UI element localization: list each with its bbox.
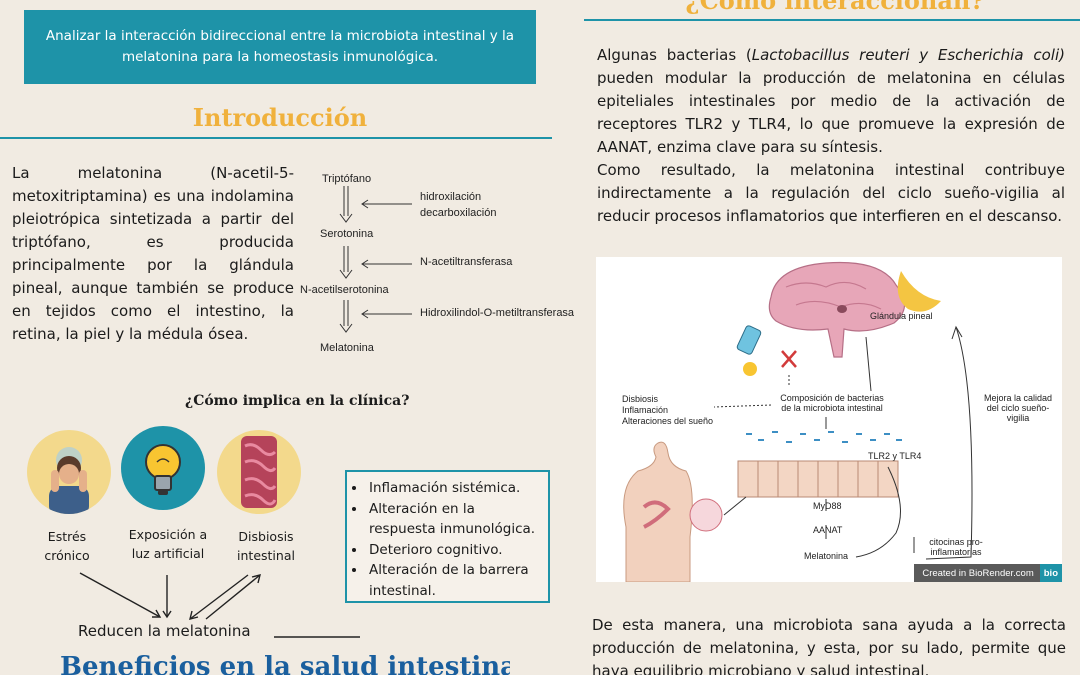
clinica-heading: ¿Cómo implica en la clínica? bbox=[185, 393, 410, 409]
fig-myd88: MyD88 bbox=[813, 501, 842, 511]
arrow-dysbiosis-b bbox=[205, 574, 261, 620]
bulb-shape bbox=[743, 362, 757, 376]
arrow-stress-head bbox=[152, 609, 162, 618]
objective-banner: Analizar la interacción bidireccional en… bbox=[24, 10, 536, 84]
stress-icon bbox=[27, 430, 111, 514]
introduccion-text: La melatonina (N-acetil-5-metoxitriptami… bbox=[12, 164, 294, 343]
bacteria-layer bbox=[746, 431, 902, 443]
interaction-divider bbox=[584, 19, 1080, 21]
fig-pineal-label: Glándula pineal bbox=[870, 311, 933, 321]
cause-arrows bbox=[79, 572, 360, 638]
biorender-logo: bio bbox=[1039, 564, 1062, 582]
side-arrow-3-head bbox=[361, 309, 369, 319]
interaction-heading: ¿Cómo interaccionan? bbox=[685, 0, 985, 15]
arrow-dysbiosis-a bbox=[189, 574, 249, 620]
effects-box: Inflamación sistémica. Alteración en la … bbox=[345, 470, 550, 603]
effect-item: Alteración en la respuesta inmunológica. bbox=[367, 499, 542, 540]
arrow-dysbiosis-a-head bbox=[189, 610, 199, 620]
cause-light: Exposición a luz artificial bbox=[128, 527, 208, 561]
pathway-arrows bbox=[339, 186, 412, 333]
interaction-paragraph-2: Como resultado, la melatonina intestinal… bbox=[597, 161, 1065, 225]
side-arrow-1-head bbox=[361, 199, 369, 209]
beneficios-heading: Beneficios en la salud intestinal bbox=[60, 652, 510, 675]
fig-mejora: Mejora la calidad del ciclo sueño-vigili… bbox=[983, 393, 1053, 423]
down-arrow-1-head bbox=[339, 213, 353, 223]
phone-shape bbox=[736, 325, 762, 355]
fig-effect-dysbiosis: Disbiosis bbox=[622, 394, 659, 404]
biorender-text: Created in BioRender.com bbox=[922, 567, 1034, 579]
result-text: Reducen la melatonina bbox=[78, 622, 251, 640]
fig-composition: Composición de bacterias de la microbiot… bbox=[780, 393, 884, 413]
effect-item: Inflamación sistémica. bbox=[367, 478, 542, 499]
fig-effect-inflammation: Inflamación bbox=[622, 405, 669, 415]
epithelium bbox=[737, 460, 899, 498]
zoom-circle bbox=[689, 498, 723, 532]
enzyme-n-acetyltransferase: N-acetiltransferasa bbox=[420, 256, 513, 268]
melatonin-pathway: Triptófano Serotonina N-acetilserotonina… bbox=[300, 170, 590, 360]
p1-suffix: pueden modular la producción de melatoni… bbox=[597, 69, 1065, 156]
pineal-dot bbox=[837, 305, 847, 313]
fig-citocinas: citocinas pro-inflamatorias bbox=[929, 537, 983, 557]
figure-art bbox=[623, 261, 973, 582]
down-arrow-2 bbox=[343, 246, 349, 272]
effect-item: Alteración de la barrera intestinal. bbox=[367, 560, 542, 601]
objective-text: Analizar la interacción bidireccional en… bbox=[45, 28, 515, 65]
human-figure bbox=[623, 441, 693, 582]
cause-dysbiosis: Disbiosis intestinal bbox=[237, 529, 295, 563]
compound-melatonin: Melatonina bbox=[320, 342, 374, 354]
arrow-dysbiosis-b-head bbox=[251, 574, 261, 584]
p1-species: Lactobacillus reuteri y Escherichia coli… bbox=[751, 46, 1065, 64]
light-bulb-icon bbox=[121, 426, 205, 510]
introduccion-heading: Introducción bbox=[192, 103, 368, 132]
interaction-figure: Glándula pineal Disbiosis Inflamación Al… bbox=[596, 257, 1062, 582]
p1-prefix: Algunas bacterias ( bbox=[597, 46, 752, 64]
compound-tryptophan: Triptófano bbox=[322, 173, 372, 185]
interaction-paragraph-1: Algunas bacterias (Lactobacillus reuteri… bbox=[597, 44, 1065, 159]
arrow-stress bbox=[79, 572, 161, 618]
effect-item: Deterioro cognitivo. bbox=[367, 540, 542, 561]
conclusion-paragraph: De esta manera, una microbiota sana ayud… bbox=[592, 616, 1066, 675]
brain-shape bbox=[768, 261, 906, 358]
down-arrow-2-head bbox=[339, 269, 353, 279]
moon-shape bbox=[897, 271, 941, 312]
intestine-icon bbox=[217, 430, 301, 514]
enzyme-hydroxylation: hidroxilación bbox=[420, 191, 482, 203]
compound-serotonin: Serotonina bbox=[320, 228, 374, 240]
fig-effect-sleep: Alteraciones del sueño bbox=[622, 416, 714, 426]
compound-n-acetylserotonin: N-acetilserotonina bbox=[300, 284, 389, 296]
down-arrow-3 bbox=[343, 300, 349, 326]
fig-receptors: TLR2 y TLR4 bbox=[868, 451, 922, 461]
enzyme-decarboxylation: decarboxilación bbox=[420, 207, 497, 219]
down-arrow-1 bbox=[343, 186, 349, 216]
introduccion-divider bbox=[0, 137, 552, 139]
fig-aanat: AANAT bbox=[813, 525, 843, 535]
arrow-to-effects bbox=[274, 636, 360, 638]
side-arrow-2-head bbox=[361, 259, 369, 269]
down-arrow-3-head bbox=[339, 323, 353, 333]
block-x bbox=[781, 350, 797, 368]
cause-stress: Estrés crónico bbox=[44, 529, 90, 563]
biorender-credit: Created in BioRender.com bio bbox=[914, 564, 1062, 582]
enzyme-hiomt: Hidroxilindol-O-metiltransferasa bbox=[420, 307, 575, 319]
effects-list: Inflamación sistémica. Alteración en la … bbox=[355, 478, 542, 601]
fig-melatonina: Melatonina bbox=[804, 551, 849, 561]
arrow-light-head bbox=[162, 610, 172, 619]
